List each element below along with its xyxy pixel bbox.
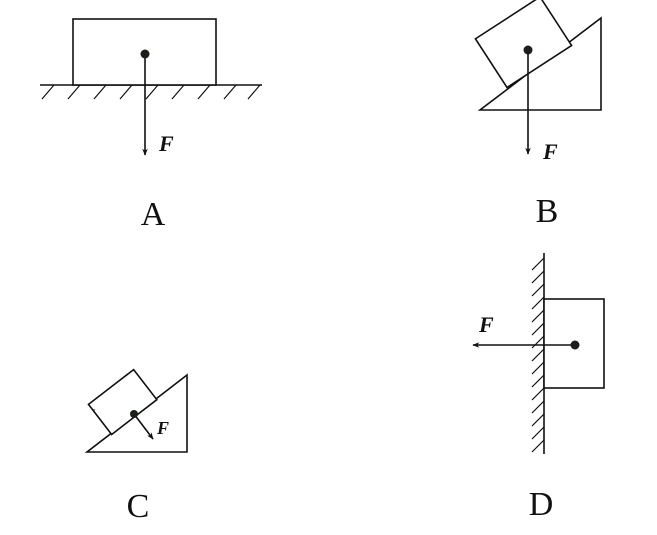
- option-label: D: [529, 486, 554, 523]
- panel-a: F A: [40, 18, 262, 233]
- force-label: F: [478, 312, 494, 337]
- speck: [93, 409, 95, 411]
- force-label: F: [158, 131, 174, 156]
- center-of-mass-dot: [130, 410, 138, 418]
- force-label: F: [156, 418, 169, 438]
- center-of-mass-dot: [523, 45, 533, 55]
- option-label: A: [141, 196, 166, 233]
- option-label: C: [127, 488, 150, 525]
- ground-hatching: [41, 84, 261, 100]
- block: [474, 0, 573, 89]
- force-label: F: [542, 139, 558, 164]
- force-arrow: [133, 413, 154, 440]
- panel-d: F D: [472, 253, 605, 523]
- panel-b: F B: [474, 0, 602, 230]
- center-of-mass-dot: [570, 340, 580, 350]
- wall-hatching: [531, 257, 545, 453]
- center-of-mass-dot: [140, 49, 150, 59]
- panel-c: F C: [84, 368, 188, 525]
- option-label: B: [536, 193, 559, 230]
